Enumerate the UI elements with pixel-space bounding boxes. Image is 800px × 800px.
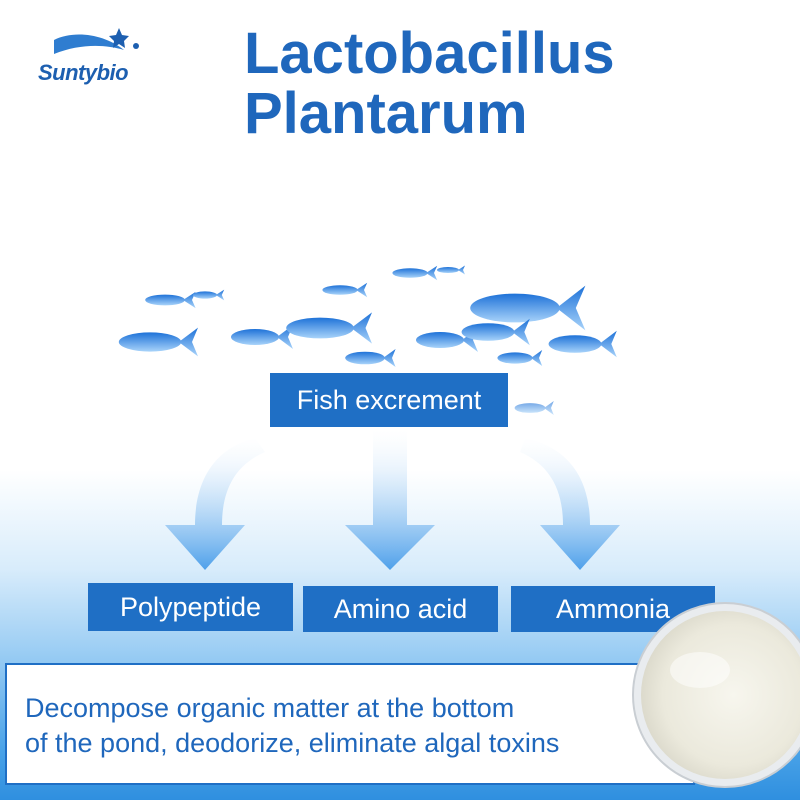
fish-excrement-label: Fish excrement	[270, 373, 508, 427]
page-title: Lactobacillus Plantarum	[244, 24, 784, 144]
description-box: Decompose organic matter at the bottom o…	[5, 663, 695, 785]
title-line-2: Plantarum	[244, 81, 528, 146]
description-line-2: of the pond, deodorize, eliminate algal …	[25, 728, 560, 758]
logo-icon	[50, 28, 142, 116]
fish-school-icon	[118, 265, 617, 415]
polypeptide-label: Polypeptide	[88, 583, 293, 631]
arrow-icon	[165, 430, 620, 570]
description-text: Decompose organic matter at the bottom o…	[25, 691, 559, 761]
logo-text: Suntybio	[38, 60, 129, 85]
description-line-1: Decompose organic matter at the bottom	[25, 693, 515, 723]
powder-dish-icon	[632, 602, 800, 788]
title-line-1: Lactobacillus	[244, 21, 615, 86]
amino-acid-label: Amino acid	[303, 586, 498, 632]
